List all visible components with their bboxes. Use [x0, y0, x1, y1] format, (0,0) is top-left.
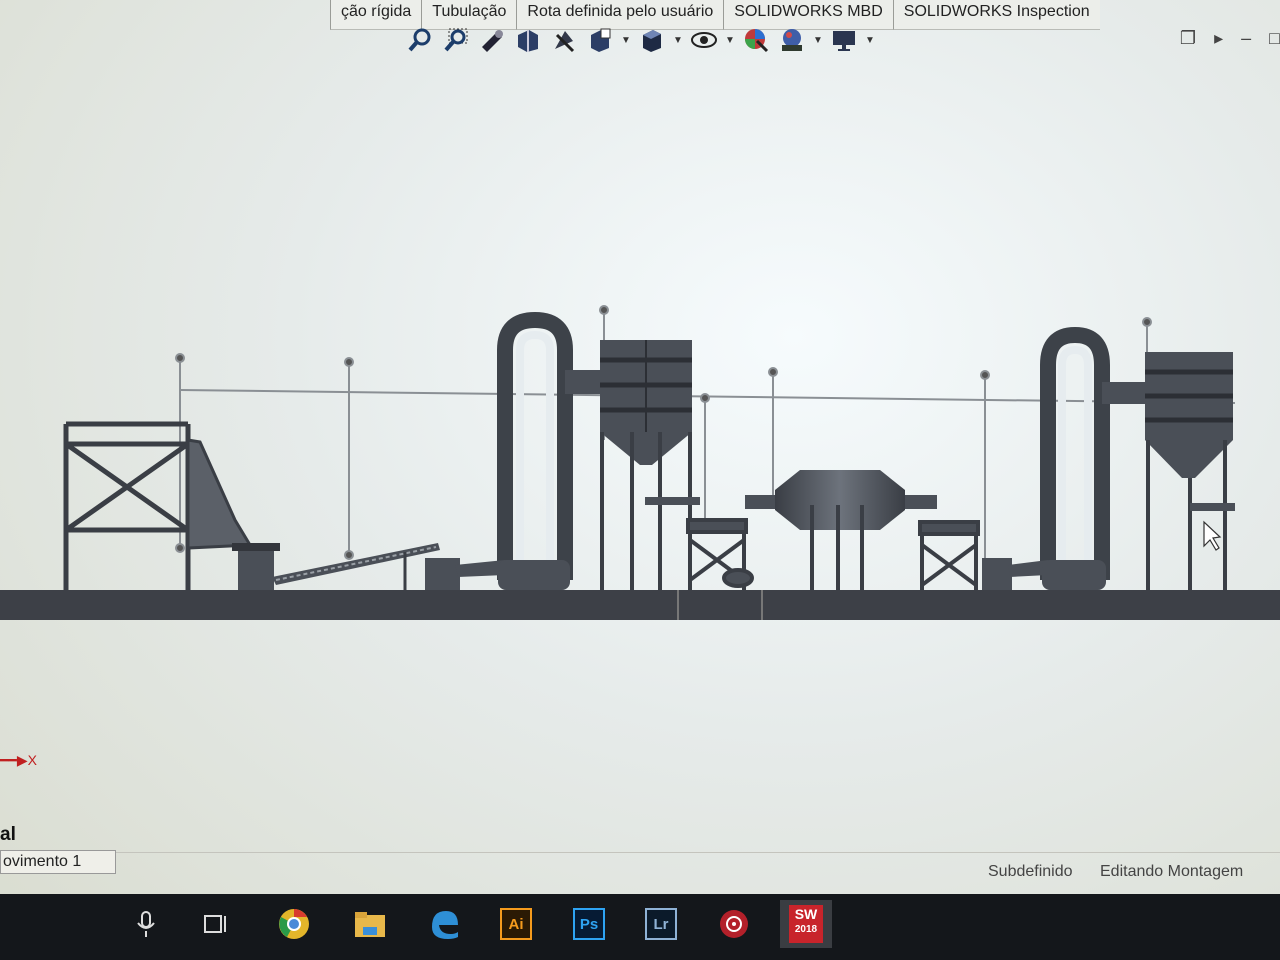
edit-status: Editando Montagem: [1100, 863, 1244, 880]
screw-conveyor[interactable]: [232, 543, 440, 590]
edge-icon[interactable]: [424, 904, 464, 944]
maximize-icon[interactable]: □: [1269, 28, 1280, 48]
restore-icon[interactable]: ❐: [1179, 28, 1197, 48]
tab-piping[interactable]: Tubulação: [421, 0, 517, 30]
view-orientation-icon[interactable]: [585, 25, 615, 55]
lightroom-icon[interactable]: Lr: [641, 904, 681, 944]
apply-scene-icon[interactable]: [777, 25, 807, 55]
expand-pane-icon[interactable]: ▸: [1214, 28, 1224, 48]
previous-view-icon[interactable]: [477, 25, 507, 55]
tab-rigid-piping[interactable]: ção rígida: [330, 0, 422, 30]
feed-hopper[interactable]: [63, 421, 253, 590]
file-explorer-icon[interactable]: [350, 904, 390, 944]
hide-show-items-icon[interactable]: [689, 25, 719, 55]
app-red-icon[interactable]: [714, 904, 754, 944]
tab-solidworks-inspection[interactable]: SOLIDWORKS Inspection: [892, 0, 1100, 30]
windows-taskbar: Ai Ps Lr SW 2018: [0, 894, 1280, 960]
cyclone-2[interactable]: [982, 326, 1147, 590]
tab-user-defined-route[interactable]: Rota definida pelo usuário: [516, 0, 724, 30]
triad-x-label: X: [27, 752, 37, 768]
status-bar: Subdefinido Editando Montagem: [0, 852, 1280, 888]
window-controls: ❐ ▸ – □: [1180, 28, 1280, 49]
photoshop-icon[interactable]: Ps: [569, 904, 609, 944]
motion-study-tab[interactable]: ovimento 1: [0, 850, 116, 874]
cyclone-1[interactable]: [425, 311, 605, 590]
section-view-icon[interactable]: [513, 25, 543, 55]
bag-filter-1[interactable]: [600, 340, 700, 590]
ribbon-tab-bar: ção rígida Tubulação Rota definida pelo …: [330, 0, 1100, 30]
chevron-down-icon[interactable]: ▼: [673, 34, 683, 46]
solidworks-version-text: 2018: [794, 924, 818, 935]
model-mode-label: al: [0, 824, 16, 845]
solidworks-icon[interactable]: SW 2018: [780, 900, 832, 948]
tab-solidworks-mbd[interactable]: SOLIDWORKS MBD: [723, 0, 893, 30]
definition-status: Subdefinido: [988, 863, 1073, 880]
triad-x-arrow-icon: ━━▶: [0, 752, 28, 768]
chrome-icon[interactable]: [274, 904, 314, 944]
display-style-icon[interactable]: [637, 25, 667, 55]
chevron-down-icon[interactable]: ▼: [621, 34, 631, 46]
support-stand-1[interactable]: [686, 518, 754, 590]
ground-slab: [0, 590, 1280, 620]
zoom-to-area-icon[interactable]: [441, 25, 471, 55]
mouse-cursor-icon: [1203, 520, 1222, 551]
illustrator-icon[interactable]: Ai: [496, 904, 536, 944]
zoom-to-fit-icon[interactable]: [405, 25, 435, 55]
chevron-down-icon[interactable]: ▼: [865, 34, 875, 46]
microphone-icon[interactable]: [126, 904, 166, 944]
chevron-down-icon[interactable]: ▼: [813, 34, 823, 46]
support-stand-2[interactable]: [918, 520, 980, 590]
minimize-icon[interactable]: –: [1241, 28, 1252, 48]
view-settings-icon[interactable]: [829, 25, 859, 55]
edit-appearance-icon[interactable]: [741, 25, 771, 55]
chevron-down-icon[interactable]: ▼: [725, 34, 735, 46]
reference-triad: ━━▶X: [0, 752, 37, 769]
task-view-icon[interactable]: [196, 904, 236, 944]
horizontal-vessel[interactable]: [745, 470, 937, 590]
solidworks-logo-text: SW: [794, 906, 818, 922]
dynamic-annotation-icon[interactable]: [549, 25, 579, 55]
bag-filter-2[interactable]: [1145, 352, 1235, 590]
heads-up-view-toolbar: ▼ ▼ ▼ ▼ ▼: [405, 22, 875, 58]
